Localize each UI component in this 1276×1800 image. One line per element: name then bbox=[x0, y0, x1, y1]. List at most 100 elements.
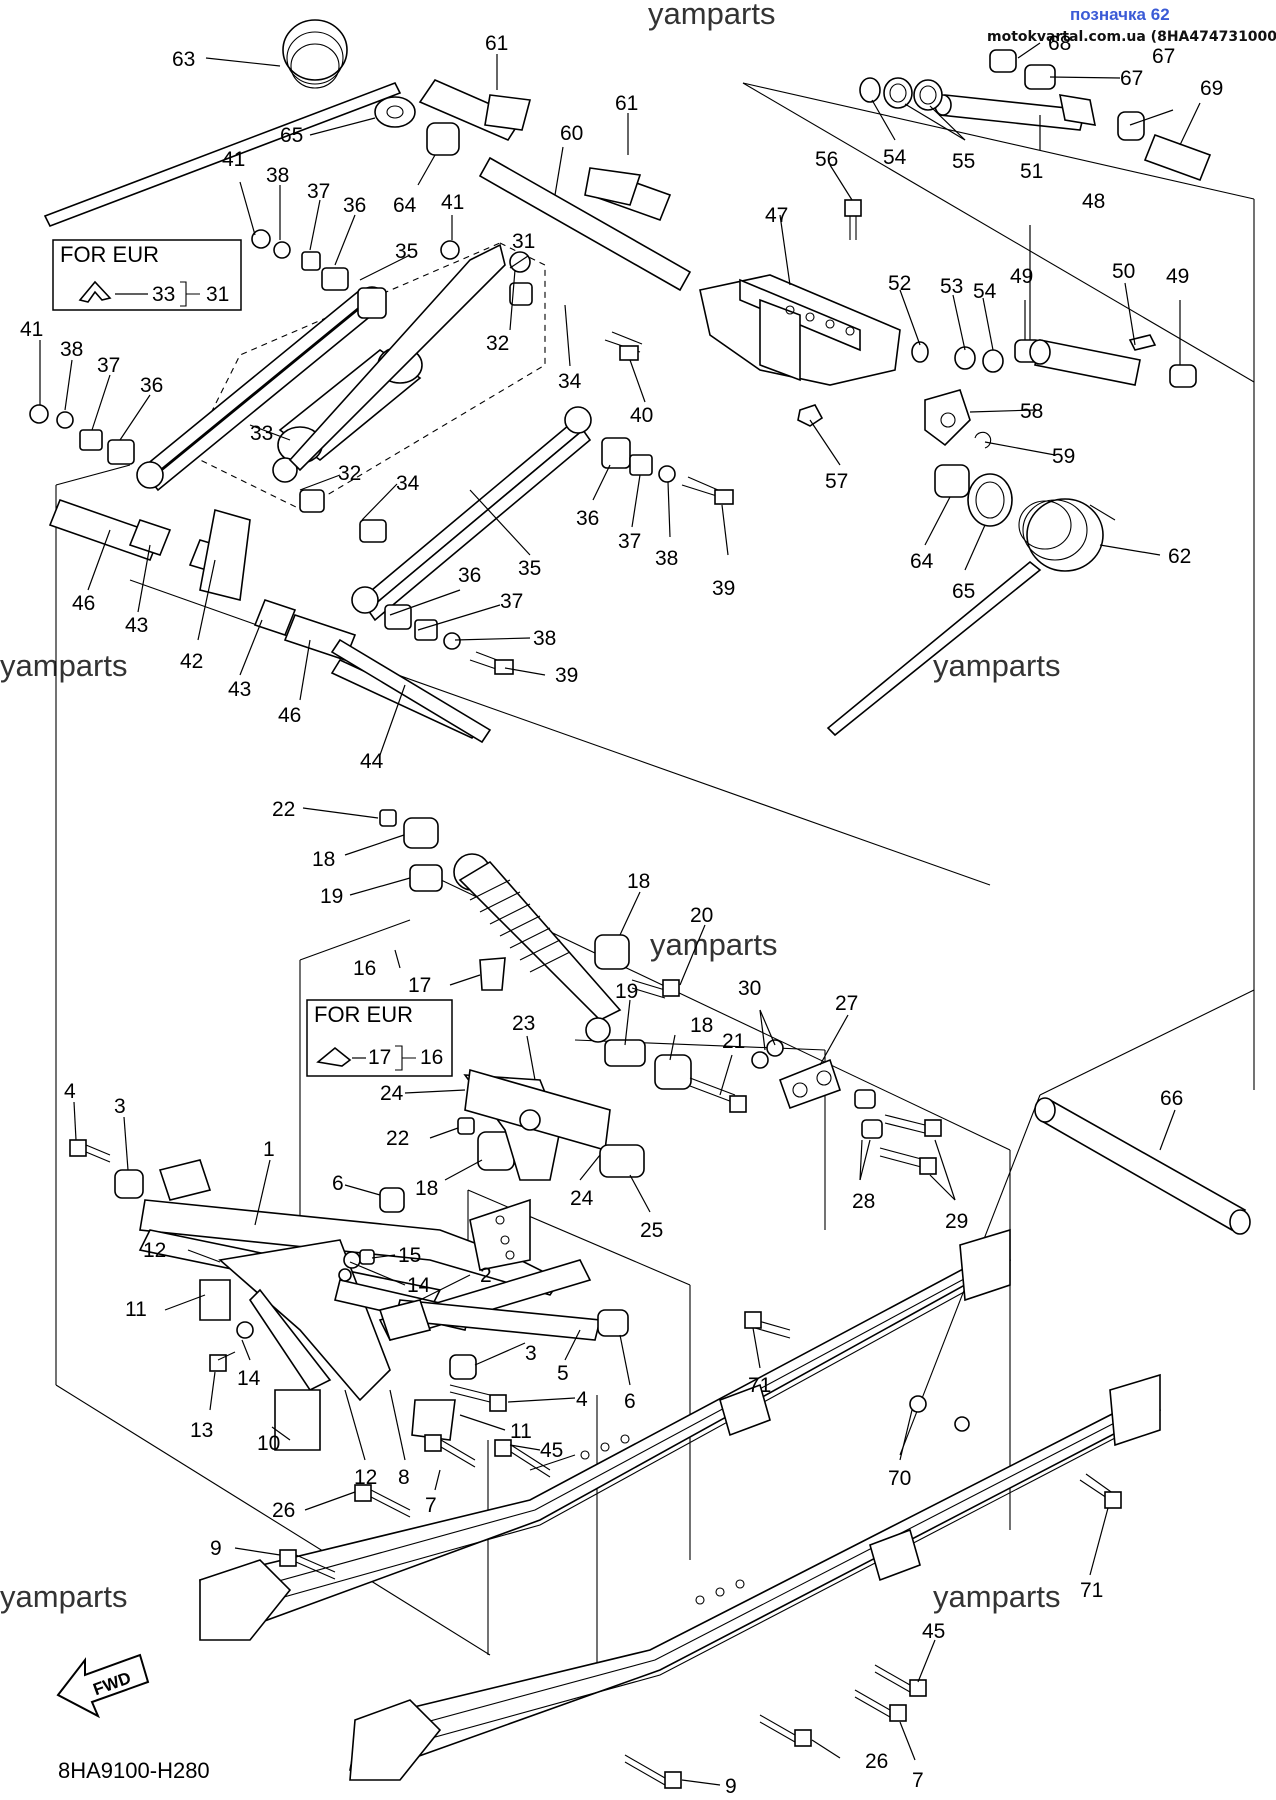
collar-64-65-right bbox=[934, 464, 1013, 527]
callout: 11 bbox=[125, 1298, 147, 1321]
callout: 65 bbox=[280, 124, 303, 147]
callout-numbers: 63 61 61 65 64 60 41 38 37 36 41 35 31 3… bbox=[20, 32, 1223, 1798]
callout: 17 bbox=[408, 974, 431, 997]
watermark: yamparts bbox=[650, 927, 777, 962]
callout: 39 bbox=[555, 664, 578, 687]
callout: 18 bbox=[415, 1177, 438, 1200]
callout: 11 bbox=[510, 1420, 532, 1443]
fwd-arrow-icon: FWD bbox=[56, 1653, 150, 1719]
callout: 3 bbox=[525, 1342, 537, 1365]
callout: 56 bbox=[815, 148, 838, 171]
callout: 20 bbox=[690, 904, 713, 927]
parts-57-59 bbox=[797, 389, 992, 449]
collars-67-69 bbox=[989, 49, 1212, 182]
callout: 52 bbox=[888, 272, 911, 295]
washers-52-54 bbox=[911, 341, 1004, 373]
callout: 14 bbox=[237, 1367, 261, 1390]
callout: 31 bbox=[512, 230, 535, 253]
callout: 35 bbox=[395, 240, 418, 263]
callout: 36 bbox=[576, 507, 599, 530]
callout: 40 bbox=[630, 404, 653, 427]
callout: 9 bbox=[210, 1537, 222, 1560]
callout: 29 bbox=[945, 1210, 968, 1233]
callout: 61 bbox=[485, 32, 508, 55]
eur-left-number: 33 bbox=[152, 283, 175, 306]
front-bracket bbox=[463, 1068, 645, 1181]
slide-rail-right bbox=[349, 1373, 1162, 1781]
eur-left-number: 17 bbox=[368, 1046, 391, 1069]
front-arm bbox=[138, 1159, 602, 1402]
shaft-51 bbox=[934, 94, 1097, 131]
callout: 46 bbox=[72, 592, 95, 615]
callout: 42 bbox=[180, 650, 203, 673]
callout: 64 bbox=[910, 550, 934, 573]
callout: 45 bbox=[922, 1620, 945, 1643]
collars-54-55 bbox=[859, 77, 943, 111]
callout: 6 bbox=[332, 1172, 344, 1195]
callout: 30 bbox=[738, 977, 761, 1000]
shaft-48 bbox=[1014, 334, 1197, 388]
link-27 bbox=[751, 1039, 942, 1175]
callout: 7 bbox=[425, 1494, 437, 1517]
callout: 34 bbox=[558, 370, 582, 393]
callout: 67 bbox=[1120, 67, 1143, 90]
callout: 14 bbox=[407, 1274, 431, 1297]
front-shock bbox=[453, 853, 622, 1043]
callout: 24 bbox=[380, 1082, 404, 1105]
watermark: yamparts bbox=[933, 648, 1060, 683]
callout: 16 bbox=[353, 957, 376, 980]
callout: 34 bbox=[396, 472, 420, 495]
callout: 36 bbox=[140, 374, 163, 397]
callout: 38 bbox=[266, 164, 289, 187]
callout: 3 bbox=[114, 1095, 126, 1118]
callout: 4 bbox=[576, 1388, 588, 1411]
callout: 25 bbox=[640, 1219, 663, 1242]
callout: 22 bbox=[386, 1127, 409, 1150]
callout: 33 bbox=[250, 422, 273, 445]
callout: 2 bbox=[480, 1264, 492, 1287]
callout: 28 bbox=[852, 1190, 875, 1213]
slide-rail-left bbox=[199, 1228, 1012, 1641]
callout: 70 bbox=[888, 1467, 911, 1490]
callout: 1 bbox=[263, 1138, 275, 1161]
lower-bolts bbox=[279, 1434, 927, 1789]
callout: 38 bbox=[60, 338, 83, 361]
eur-right-number: 31 bbox=[206, 283, 229, 306]
callout: 43 bbox=[125, 614, 148, 637]
callout: 48 bbox=[1082, 190, 1105, 213]
callout: 66 bbox=[1160, 1087, 1183, 1110]
callout: 37 bbox=[97, 354, 120, 377]
callout: 37 bbox=[500, 590, 523, 613]
callout: 32 bbox=[338, 462, 361, 485]
callout: 12 bbox=[143, 1239, 166, 1262]
callout: 58 bbox=[1020, 400, 1043, 423]
callout: 43 bbox=[228, 678, 251, 701]
callout: 19 bbox=[615, 980, 638, 1003]
callout: 55 bbox=[952, 150, 975, 173]
callout: 60 bbox=[560, 122, 583, 145]
callout: 63 bbox=[172, 48, 195, 71]
callout: 44 bbox=[360, 750, 384, 773]
diagram-code: 8HA9100-H280 bbox=[58, 1758, 210, 1783]
pivot-bracket-47 bbox=[699, 274, 901, 386]
callout: 18 bbox=[627, 870, 650, 893]
rear-arm-rods bbox=[43, 79, 692, 740]
callout: 39 bbox=[712, 577, 735, 600]
watermark: yamparts bbox=[648, 0, 775, 31]
callout: 68 bbox=[1048, 32, 1071, 55]
leader-lines bbox=[39, 42, 1201, 1786]
callout: 8 bbox=[398, 1466, 410, 1489]
callout: 65 bbox=[952, 580, 975, 603]
callout: 69 bbox=[1200, 77, 1223, 100]
callout: 67 bbox=[1152, 45, 1175, 68]
eur-box-lower: FOR EUR 17 16 bbox=[306, 999, 453, 1077]
callout: 18 bbox=[312, 848, 335, 871]
callout: 24 bbox=[570, 1187, 594, 1210]
watermark: yamparts bbox=[0, 648, 127, 683]
callout: 37 bbox=[618, 530, 641, 553]
callout: 38 bbox=[533, 627, 556, 650]
callout: 36 bbox=[458, 564, 481, 587]
callout: 7 bbox=[912, 1769, 924, 1792]
collar-64-65-left bbox=[374, 96, 460, 156]
